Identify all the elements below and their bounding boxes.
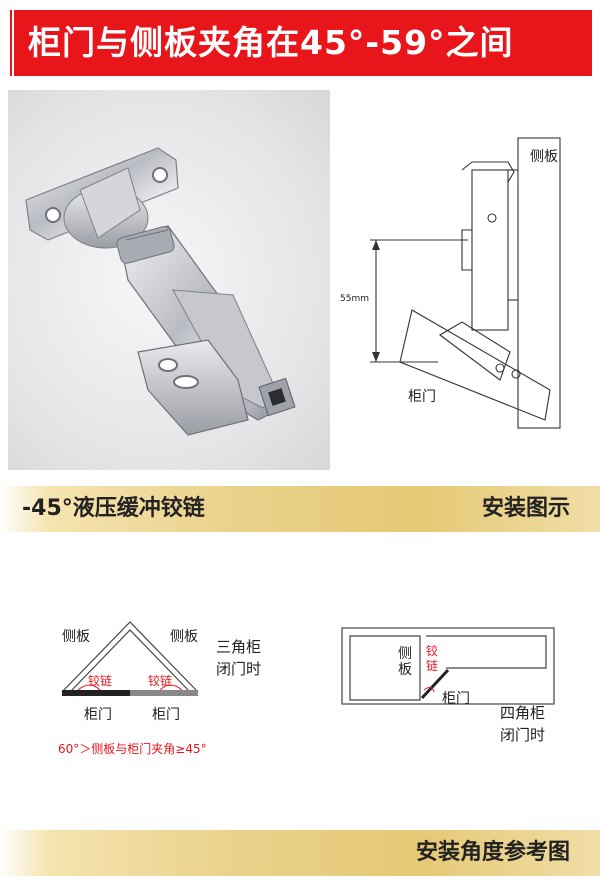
tri-door-left: 柜门 <box>84 707 112 723</box>
sq-hinge: 铰 链 <box>426 644 438 674</box>
sq-hinge-line2: 链 <box>426 659 439 673</box>
square-cabinet-diagram: 侧 板 铰 链 柜门 <box>338 624 558 714</box>
tri-hinge-left: 铰链 <box>88 674 113 688</box>
title-banner: 柜门与侧板夹角在45°-59°之间 <box>8 10 592 76</box>
banner-title: 柜门与侧板夹角在45°-59°之间 <box>28 23 514 62</box>
sq-side: 侧 板 <box>398 646 412 678</box>
hinge-illustration <box>25 147 296 436</box>
banner-stripes <box>8 10 16 76</box>
tri-caption-line2: 闭门时 <box>216 660 262 678</box>
sq-caption-line2: 闭门时 <box>500 726 546 744</box>
sq-side-line1: 侧 <box>398 646 412 662</box>
label-door: 柜门 <box>408 389 436 405</box>
installation-drawing <box>370 137 561 429</box>
square-drawing <box>341 627 555 705</box>
installation-diagram: 侧板 55mm 柜门 <box>340 90 592 470</box>
install-illustration-title: 安装图示 <box>481 496 570 521</box>
sq-hinge-line1: 铰 <box>426 644 439 658</box>
section-bar-angle-reference: 安装角度参考图 <box>0 830 600 876</box>
tri-door-right: 柜门 <box>152 707 180 723</box>
sq-side-line2: 板 <box>398 662 412 678</box>
tri-side-right: 侧板 <box>170 629 198 645</box>
section-bar-install: -45°液压缓冲铰链 安装图示 <box>0 486 600 532</box>
triangle-cabinet-diagram: 侧板 侧板 铰链 铰链 柜门 柜门 60°＞侧板与柜门夹角≥45° <box>48 610 278 760</box>
angle-reference-title: 安装角度参考图 <box>415 840 570 865</box>
tri-hinge-right: 铰链 <box>148 674 173 688</box>
hinge-product-photo <box>8 90 330 470</box>
label-dimension: 55mm <box>340 294 369 304</box>
sq-caption-line1: 四角柜 <box>500 704 546 722</box>
tri-caption: 三角柜 闭门时 <box>216 636 261 680</box>
triangle-drawing <box>61 621 199 696</box>
sq-door: 柜门 <box>442 691 470 707</box>
tri-side-left: 侧板 <box>62 629 90 645</box>
angle-note: 60°＞侧板与柜门夹角≥45° <box>58 742 207 756</box>
product-name: -45°液压缓冲铰链 <box>22 496 205 521</box>
tri-caption-line1: 三角柜 <box>216 638 262 656</box>
sq-caption: 四角柜 闭门时 <box>500 702 545 746</box>
label-side-panel: 侧板 <box>530 149 558 165</box>
